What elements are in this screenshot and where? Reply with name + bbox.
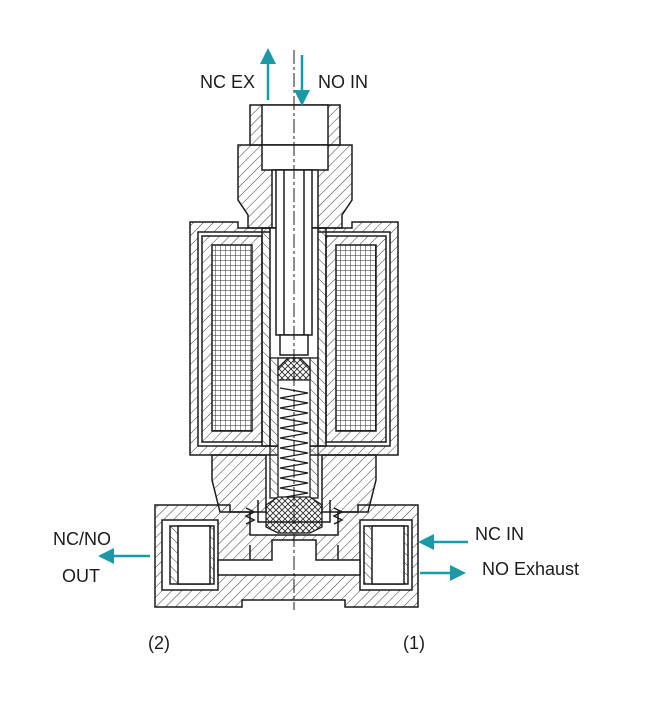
- port-2-label: (2): [148, 633, 170, 653]
- no-exhaust-label: NO Exhaust: [482, 559, 580, 579]
- arrow-down-icon: [294, 55, 310, 106]
- out-label: OUT: [62, 566, 100, 586]
- valve-body: [154, 504, 419, 608]
- no-in-label: NO IN: [318, 72, 369, 92]
- arrow-left-icon: [98, 548, 150, 564]
- nc-ex-label: NC EX: [200, 72, 256, 92]
- arrow-up-icon: [260, 48, 276, 100]
- nc-in-label: NC IN: [475, 524, 524, 544]
- arrow-left-icon: [418, 534, 468, 550]
- arrow-right-icon: [420, 565, 466, 581]
- nc-no-label: NC/NO: [53, 529, 111, 549]
- port-1-label: (1): [403, 633, 425, 653]
- bonnet: [211, 454, 377, 525]
